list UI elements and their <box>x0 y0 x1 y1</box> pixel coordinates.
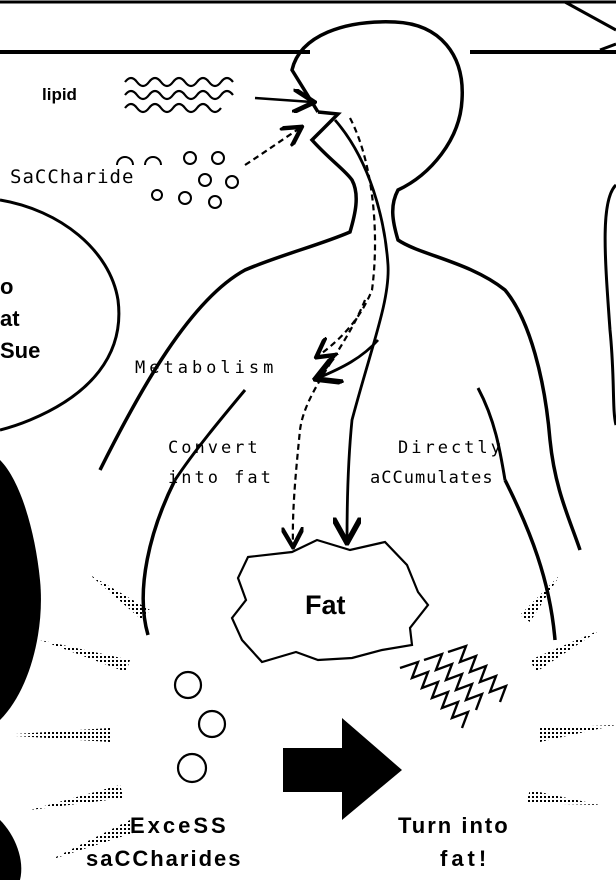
mouth-jaw <box>100 112 356 470</box>
saccharide-arrow <box>245 128 300 165</box>
saccharide-to-fat-dashed <box>293 300 365 545</box>
lipid-wave-icon <box>125 78 233 112</box>
directly-label-line2: aCCumulates <box>370 470 494 487</box>
turn-label-line2: fat! <box>440 848 490 870</box>
convert-label-line2: into fat <box>168 470 274 487</box>
left-hair-shape <box>0 460 41 720</box>
directly-label-line1: Directly <box>398 440 504 457</box>
lipid-arrow <box>255 98 312 102</box>
transform-arrow-icon <box>283 718 402 820</box>
right-arm <box>478 388 505 480</box>
bubble-text-line1: o <box>0 276 13 298</box>
bubble-text-line2: at <box>0 308 20 330</box>
left-bottom-shape <box>0 820 21 880</box>
turn-label-line1: Turn into <box>398 815 510 837</box>
lipid-label: lipid <box>42 86 77 103</box>
excess-label-line2: saCCharides <box>86 848 243 870</box>
excess-label-line1: ExceSS <box>130 815 229 837</box>
bubble-text-line3: Sue <box>0 340 40 362</box>
saccharide-circles-icon <box>117 152 238 208</box>
metabolism-label: Metabolism <box>135 360 277 377</box>
convert-label-line1: Convert <box>168 440 261 457</box>
left-arm <box>175 390 245 480</box>
fat-strands-icon <box>400 646 506 728</box>
right-figure-edge <box>605 185 616 425</box>
saccharide-label: SaCCharide <box>10 168 134 187</box>
excess-saccharide-circles-icon <box>175 672 225 782</box>
fat-label: Fat <box>305 592 346 619</box>
